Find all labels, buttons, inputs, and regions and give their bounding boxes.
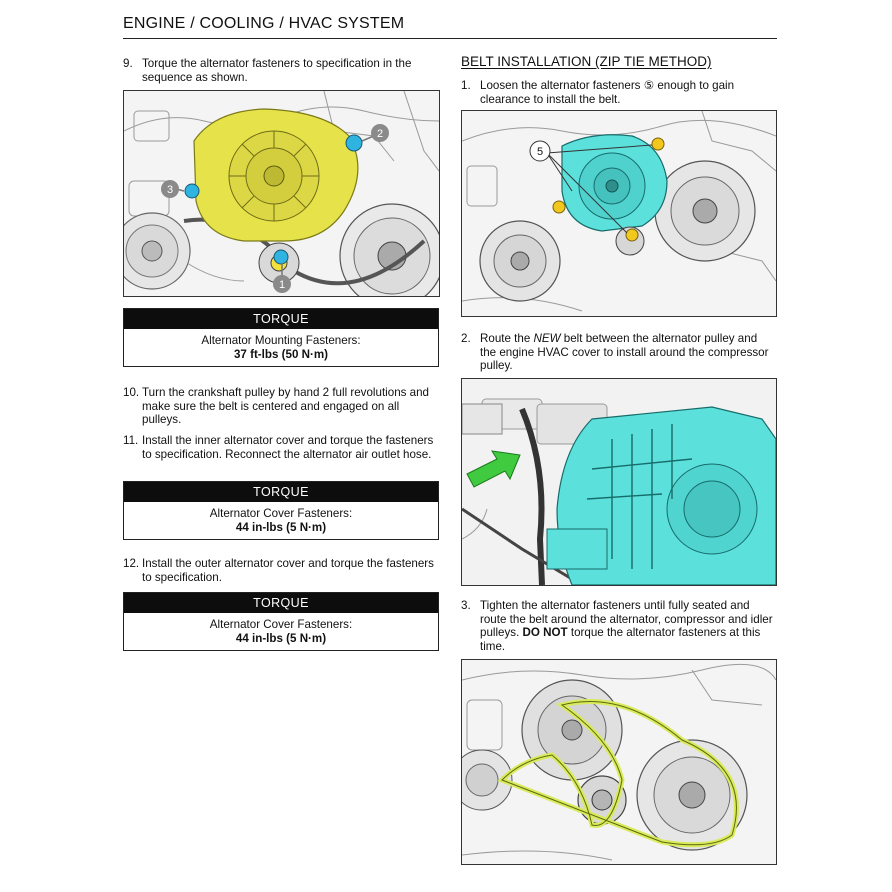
figure-route-belt [461,378,777,586]
step-number: 10. [123,386,140,399]
step-text: Torque the alternator fasteners to speci… [142,57,412,84]
callout-1: 1 [279,279,285,291]
torque-value: 44 in-lbs (5 N·m) [235,521,327,534]
torque-header: TORQUE [124,482,438,502]
step-number: 1. [461,79,471,92]
torque-header: TORQUE [124,309,438,329]
step-number: 3. [461,599,471,612]
step-text: Loosen the alternator fasteners ⑤ enough… [480,79,735,106]
callout-5: 5 [537,146,543,158]
callout-3: 3 [167,184,173,196]
torque-header: TORQUE [124,593,438,613]
step-text: Tighten the alternator fasteners until f… [480,599,773,653]
figure-belt-routed [461,659,777,865]
alternator-highlight [193,108,359,284]
callout-group: 2 3 1 [161,124,389,293]
torque-box-inner-cover: TORQUE Alternator Cover Fasteners: 44 in… [123,481,439,540]
green-arrow-icon [466,450,521,488]
torque-box-outer-cover: TORQUE Alternator Cover Fasteners: 44 in… [123,592,439,651]
torque-box-mounting: TORQUE Alternator Mounting Fasteners: 37… [123,308,439,367]
figure-alternator-torque-sequence: 2 3 1 [123,90,440,297]
torque-label: Alternator Cover Fasteners: [209,507,353,520]
step-text: Install the outer alternator cover and t… [142,557,434,584]
belt-highlight [497,699,739,848]
section-title-belt-installation: BELT INSTALLATION (ZIP TIE METHOD) [461,54,712,69]
alternator-highlight [561,134,668,256]
step-number: 9. [123,57,133,70]
alternator-loosen-illustration: 5 [462,111,776,316]
callout-2: 2 [377,128,383,140]
alternator-torque-illustration: 2 3 1 [124,91,439,296]
figure-loosen-fasteners: 5 [461,110,777,317]
step-number: 11. [123,434,139,447]
step-text: Install the inner alternator cover and t… [142,434,434,461]
torque-label: Alternator Cover Fasteners: [209,618,353,631]
torque-value: 37 ft-lbs (50 N·m) [233,348,329,361]
page-header: ENGINE / COOLING / HVAC SYSTEM [123,12,777,39]
alternator-highlight [546,406,776,585]
step-text: Turn the crankshaft pulley by hand 2 ful… [142,386,430,427]
torque-label: Alternator Mounting Fasteners: [201,334,361,347]
step-text: Route the NEW belt between the alternato… [480,332,769,373]
page-header-title: ENGINE / COOLING / HVAC SYSTEM [123,15,405,32]
step-number: 2. [461,332,471,345]
belt-routing-illustration [462,379,776,585]
belt-routed-illustration [462,660,776,864]
torque-value: 44 in-lbs (5 N·m) [235,632,327,645]
callout-group: 5 [529,140,653,234]
circled-number-5: ⑤ [643,79,655,92]
step-number: 12. [123,557,140,570]
